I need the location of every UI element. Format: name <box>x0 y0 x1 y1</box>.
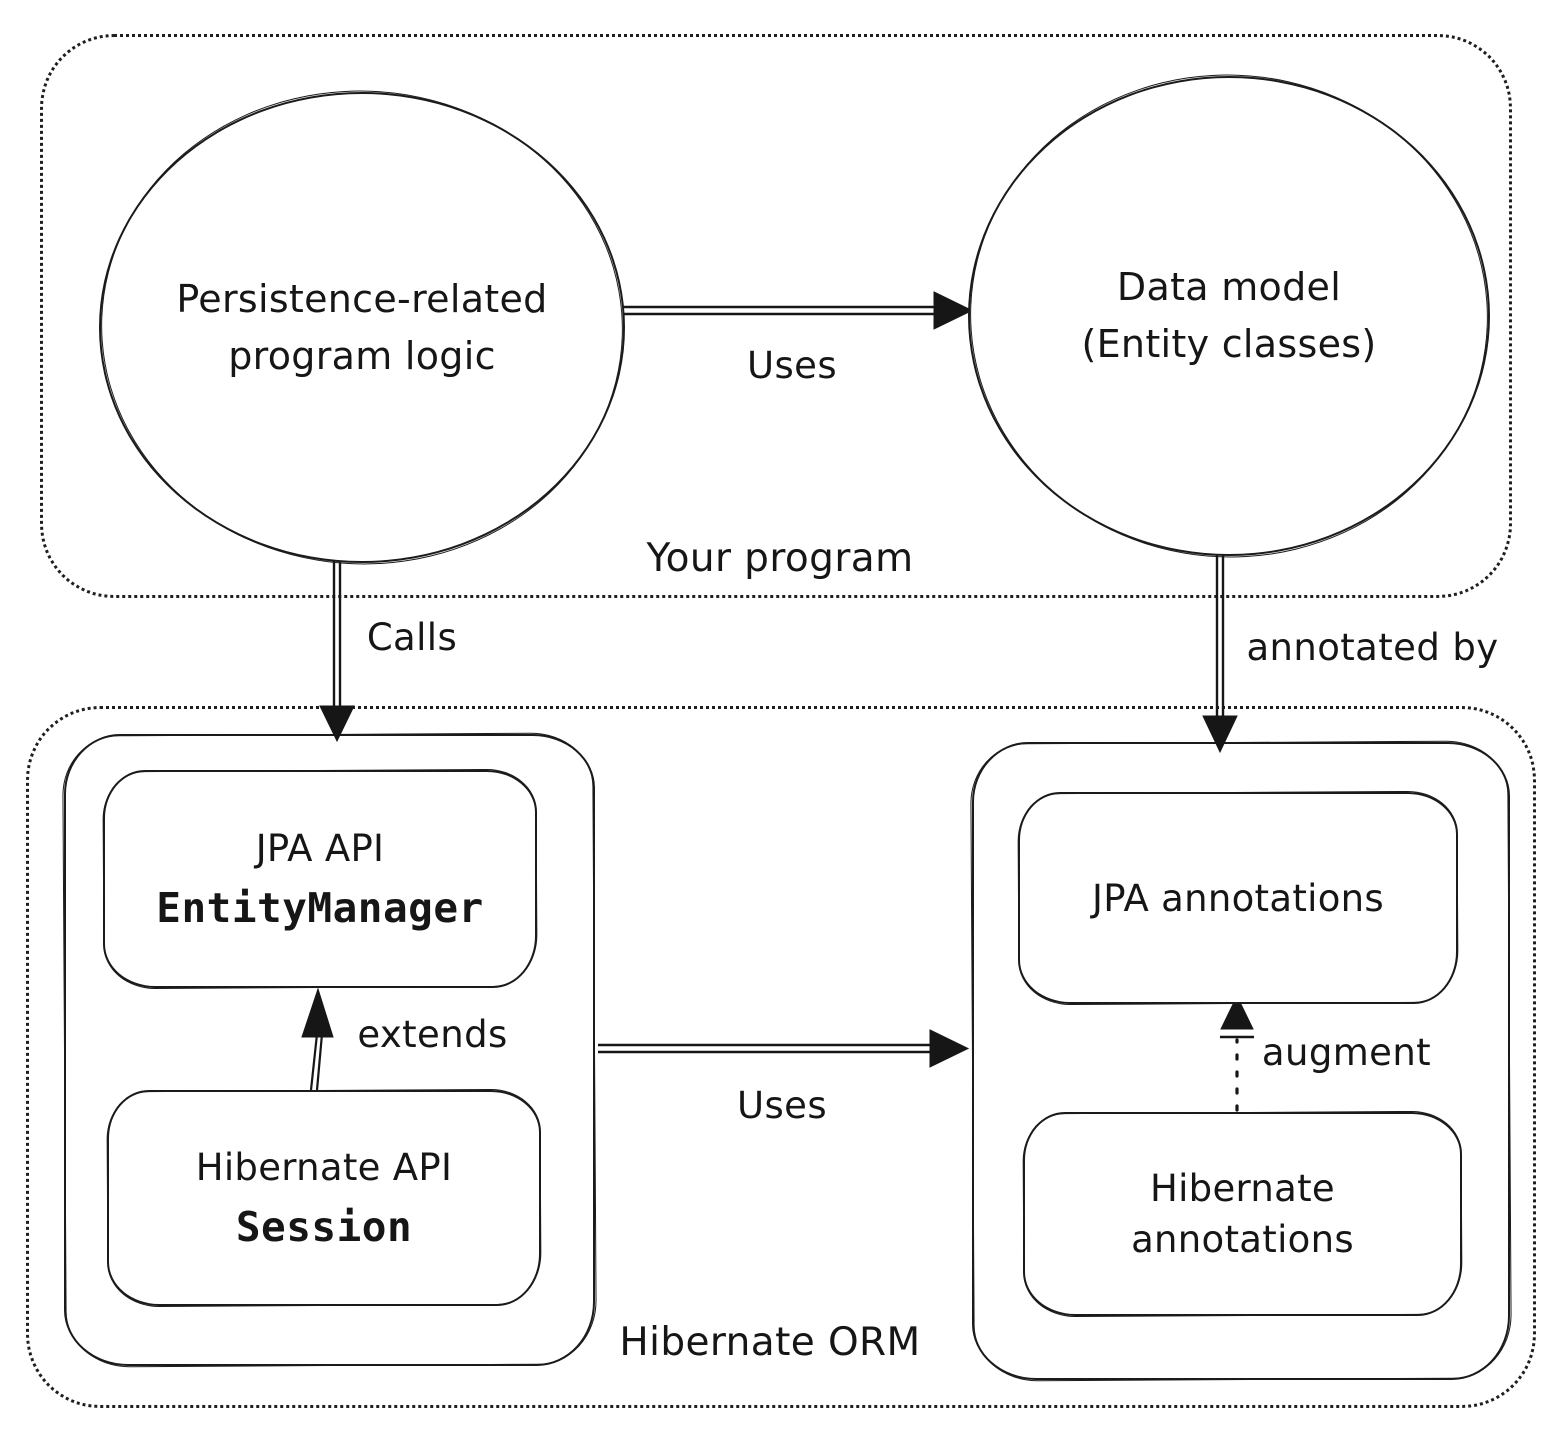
jpa-api-node: JPA API EntityManager <box>103 770 537 988</box>
annotated-by-label: annotated by <box>1246 626 1499 669</box>
your-program-container <box>40 34 1512 598</box>
uses-middle-label: Uses <box>737 1084 827 1127</box>
hibernate-annotations-line2: annotations <box>1131 1218 1354 1261</box>
your-program-label: Your program <box>646 536 914 581</box>
hibernate-api-class: Session <box>235 1202 413 1251</box>
data-model-node: Data model (Entity classes) <box>968 76 1490 556</box>
calls-label: Calls <box>366 616 458 659</box>
data-model-line2: (Entity classes) <box>1081 322 1377 366</box>
data-model-line1: Data model <box>1116 265 1342 309</box>
hibernate-annotations-node: Hibernate annotations <box>1023 1112 1462 1316</box>
hibernate-annotations-line1: Hibernate <box>1149 1167 1335 1210</box>
jpa-api-title: JPA API <box>255 826 385 870</box>
extends-label: extends <box>357 1013 508 1056</box>
jpa-annotations-node: JPA annotations <box>1018 792 1458 1004</box>
hibernate-api-title: Hibernate API <box>195 1145 453 1189</box>
jpa-api-class: EntityManager <box>156 883 484 932</box>
persistence-logic-line1: Persistence-related <box>176 276 548 321</box>
hibernate-orm-label: Hibernate ORM <box>619 1320 921 1365</box>
persistence-logic-line2: program logic <box>228 333 496 378</box>
uses-top-label: Uses <box>747 344 837 387</box>
persistence-logic-node: Persistence-related program logic <box>99 92 625 563</box>
hibernate-orm-container <box>26 706 1536 1408</box>
augment-label: augment <box>1261 1031 1432 1074</box>
hibernate-api-node: Hibernate API Session <box>107 1090 541 1306</box>
jpa-annotations-label: JPA annotations <box>1092 876 1384 920</box>
